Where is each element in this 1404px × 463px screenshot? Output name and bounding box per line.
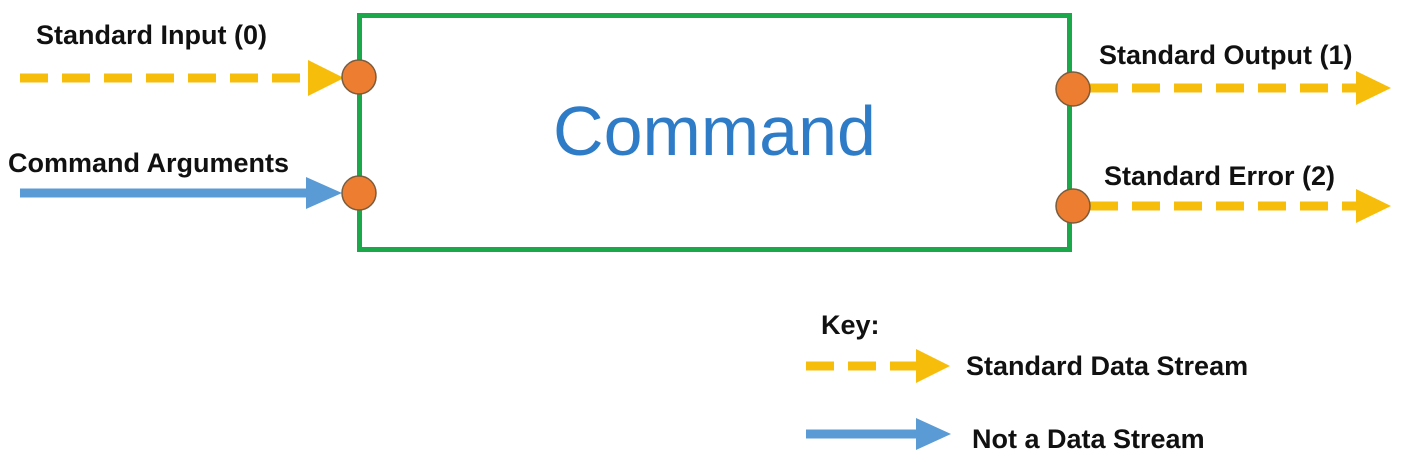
output-port-stderr	[1055, 188, 1091, 224]
standard-output-arrow	[1090, 71, 1391, 105]
output-port-stdout	[1055, 71, 1091, 107]
standard-error-arrow	[1090, 189, 1391, 223]
key-non-data-label: Not a Data Stream	[972, 424, 1205, 454]
key-data-stream-arrow	[806, 349, 950, 383]
command-title: Command	[553, 91, 876, 170]
standard-output-label: Standard Output (1)	[1099, 40, 1353, 70]
command-arguments-arrow	[20, 177, 342, 209]
standard-input-arrow	[20, 60, 344, 96]
command-box: Command	[357, 13, 1072, 252]
key-data-stream-label: Standard Data Stream	[966, 351, 1249, 381]
input-port-args	[341, 175, 377, 211]
input-port-stdin	[341, 59, 377, 95]
command-arguments-label: Command Arguments	[8, 148, 290, 178]
standard-error-label: Standard Error (2)	[1104, 161, 1336, 191]
standard-input-label: Standard Input (0)	[36, 20, 267, 50]
key-non-data-arrow	[806, 418, 951, 450]
key-heading: Key:	[821, 310, 880, 340]
